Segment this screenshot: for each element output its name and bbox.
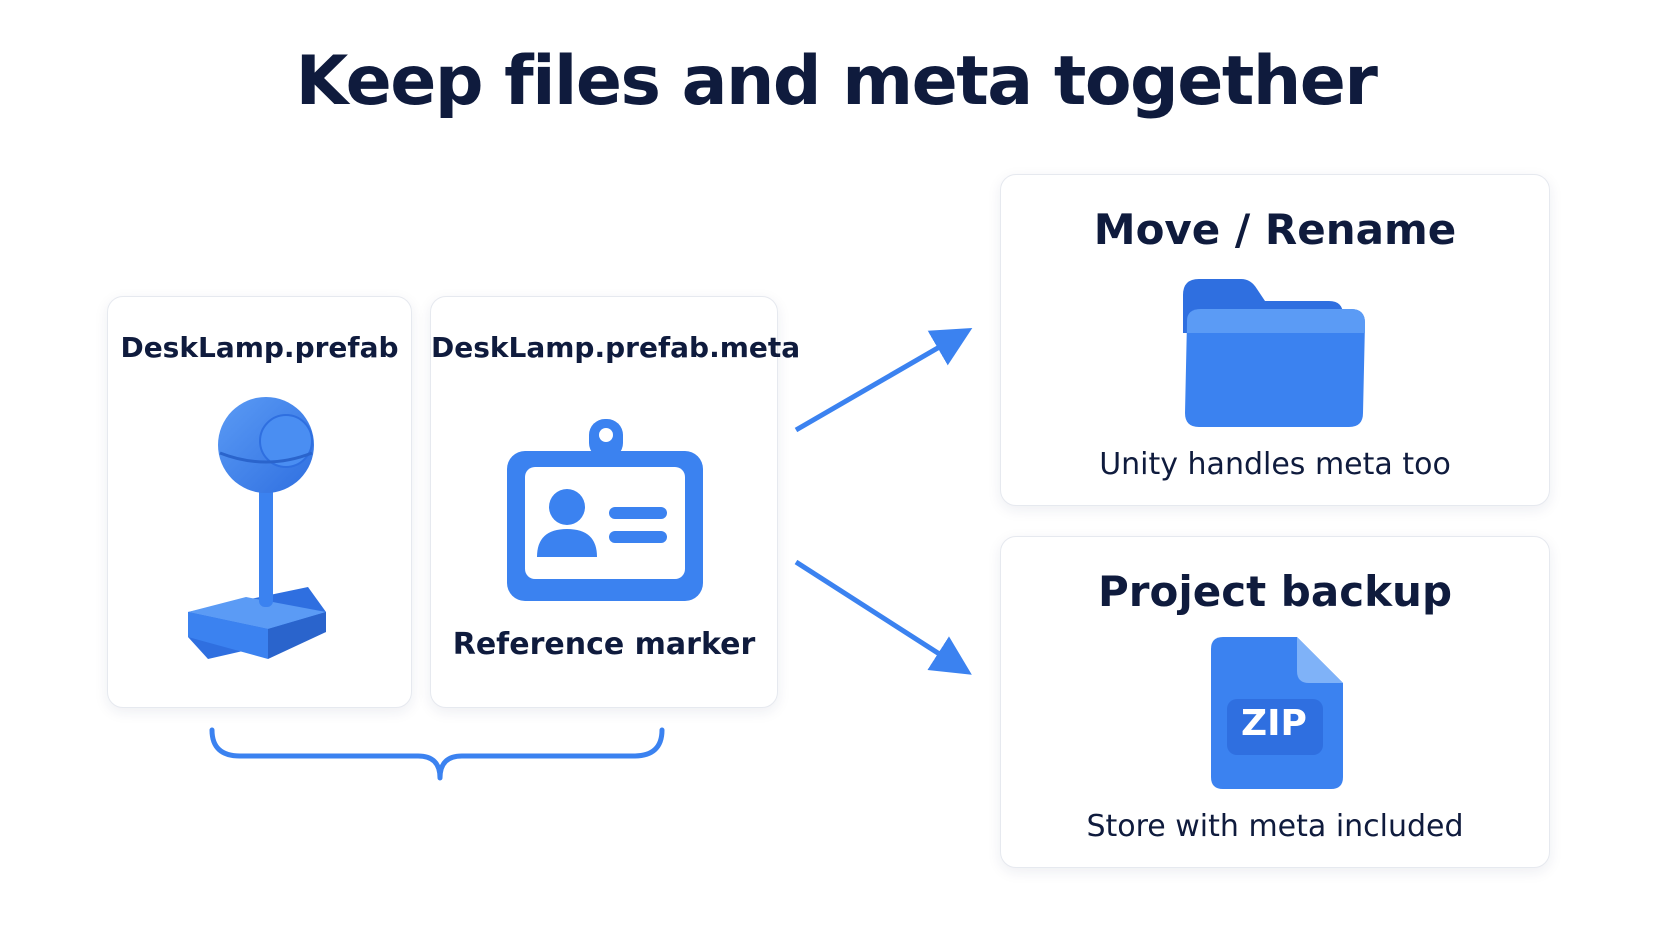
page-title: Keep files and meta together (295, 42, 1378, 121)
group-brace (209, 727, 665, 781)
prefab-file-label: DeskLamp.prefab (120, 331, 399, 364)
move-rename-title: Move / Rename (1093, 205, 1457, 254)
desk-lamp-icon (188, 397, 326, 659)
arrow-to-move (794, 327, 973, 433)
folder-icon (1183, 279, 1365, 427)
arrow-to-backup (794, 559, 972, 675)
meta-file-label: DeskLamp.prefab.meta (431, 331, 801, 364)
project-backup-caption: Store with meta included (1086, 809, 1464, 844)
meta-card-caption: Reference marker (452, 627, 756, 662)
id-badge-icon (507, 419, 703, 601)
move-rename-card: Move / Rename Unity handles meta too (1000, 174, 1550, 506)
meta-card: DeskLamp.prefab.meta Reference marker (430, 296, 801, 708)
move-rename-caption: Unity handles meta too (1099, 447, 1451, 482)
project-backup-title: Project backup (1097, 567, 1453, 616)
zip-badge-label: ZIP (1241, 703, 1307, 744)
project-backup-card: Project backup ZIP Store with meta inclu… (1000, 536, 1550, 868)
prefab-card: DeskLamp.prefab (107, 296, 412, 708)
zip-file-icon: ZIP (1209, 635, 1345, 791)
